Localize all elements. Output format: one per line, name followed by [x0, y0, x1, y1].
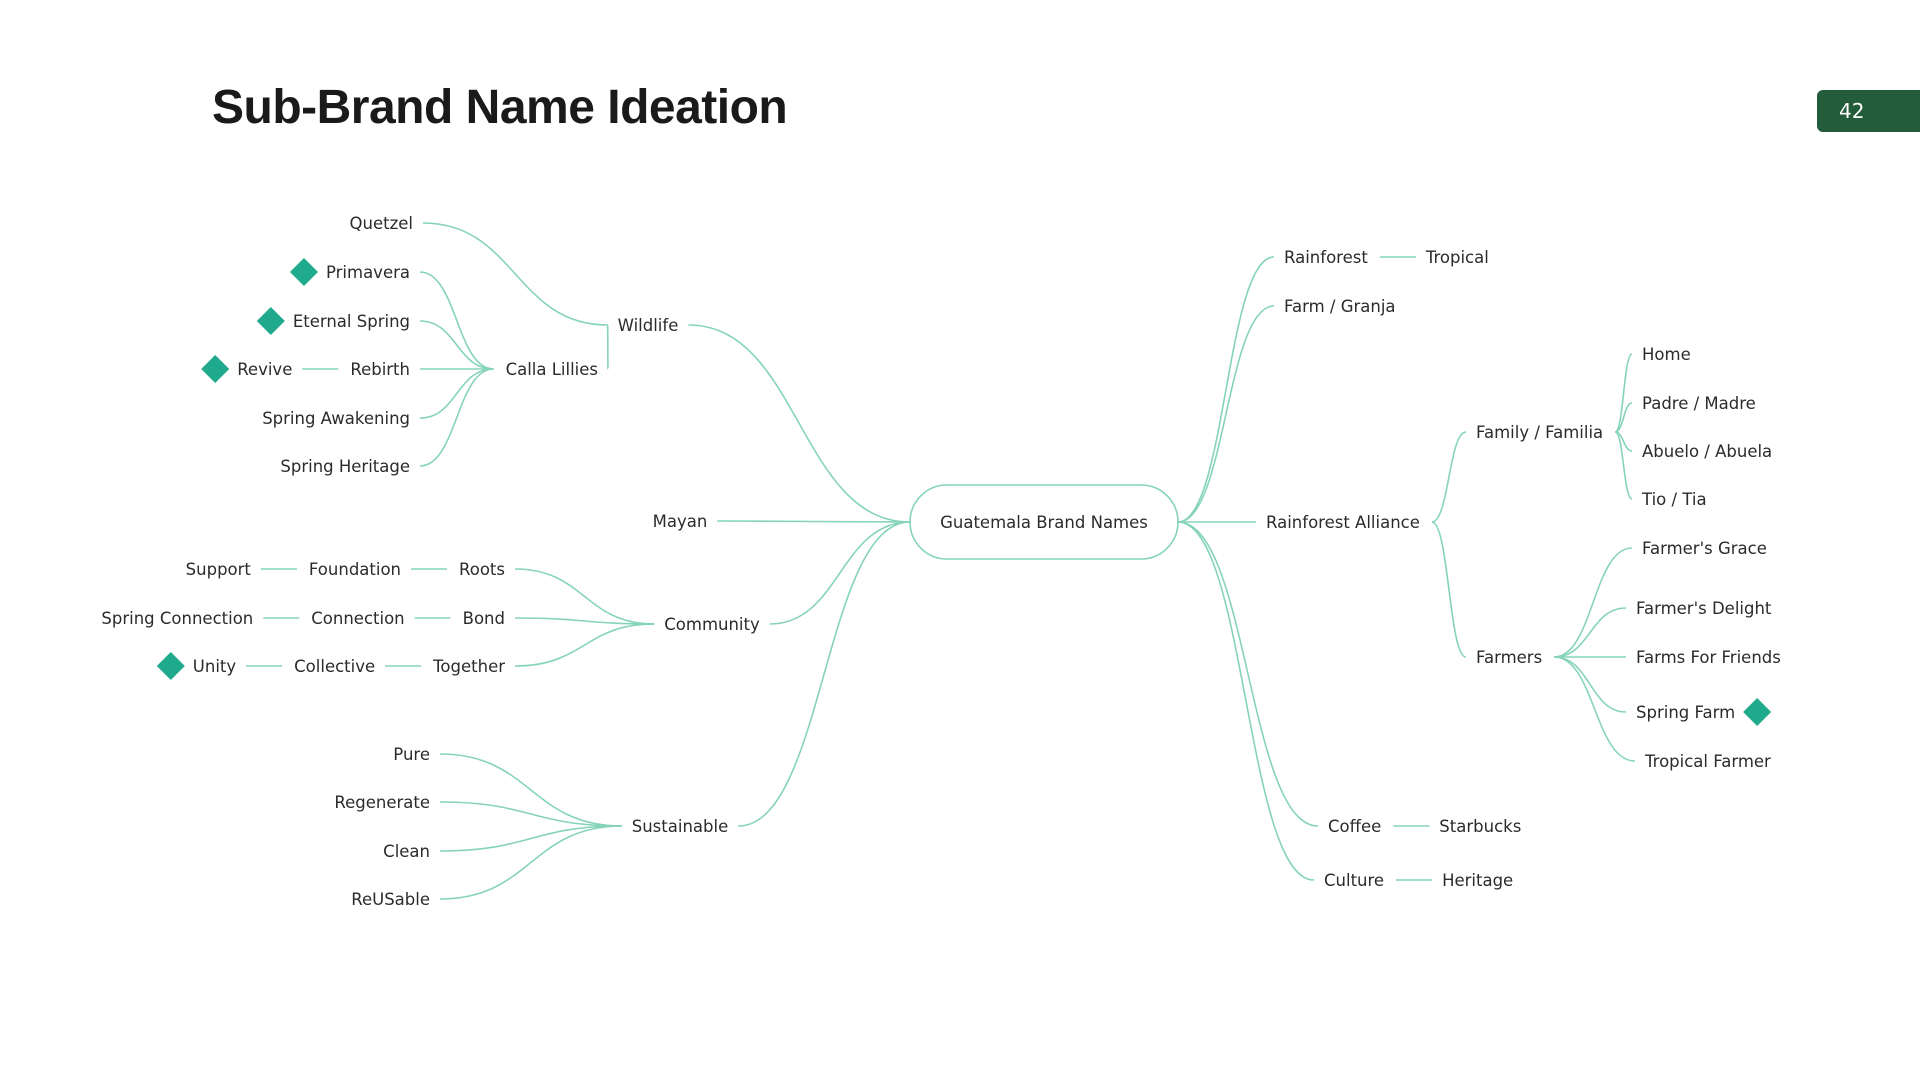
node-reusable: ReUSable — [351, 890, 430, 909]
node-revive: Revive — [237, 360, 292, 379]
node-regenerate: Regenerate — [334, 793, 430, 812]
branch-link — [419, 368, 494, 419]
node-heritage: Heritage — [1442, 871, 1513, 890]
branch-link — [1431, 431, 1467, 523]
node-tropical-farmer: Tropical Farmer — [1644, 752, 1771, 771]
node-eternal-spring: Eternal Spring — [293, 312, 410, 331]
branch-link — [439, 825, 622, 852]
branch-link — [1614, 431, 1633, 500]
branch-link — [1554, 656, 1636, 762]
node-culture: Culture — [1324, 871, 1384, 890]
node-rainforest-alliance: Rainforest Alliance — [1266, 513, 1420, 532]
branch-link — [738, 521, 911, 827]
node-wildlife: Wildlife — [618, 316, 679, 335]
branch-link — [1431, 521, 1467, 658]
node-spring-farm: Spring Farm — [1636, 703, 1735, 722]
node-bond: Bond — [463, 609, 505, 628]
diamond-marker-icon — [201, 355, 230, 383]
diamond-marker-icon — [156, 652, 185, 680]
node-sustainable: Sustainable — [632, 817, 728, 836]
node-community: Community — [664, 615, 760, 634]
node-clean: Clean — [383, 842, 430, 861]
branch-link — [1554, 607, 1627, 658]
branch-link — [1614, 402, 1633, 433]
node-family-familia: Family / Familia — [1476, 423, 1603, 442]
node-spring-awakening: Spring Awakening — [262, 409, 410, 428]
branch-link — [514, 568, 655, 625]
diamond-marker-icon — [289, 258, 318, 286]
node-support: Support — [186, 560, 252, 579]
branch-link — [439, 825, 622, 900]
node-together: Together — [432, 657, 505, 676]
diamond-marker-icon — [256, 307, 285, 335]
node-tropical: Tropical — [1425, 248, 1489, 267]
node-farmer-s-delight: Farmer's Delight — [1636, 599, 1772, 618]
node-tio-tia: Tio / Tia — [1641, 490, 1707, 509]
node-mayan: Mayan — [653, 512, 708, 531]
root-node-box — [909, 484, 1179, 560]
node-collective: Collective — [294, 657, 375, 676]
branch-link — [439, 801, 622, 827]
node-roots: Roots — [459, 560, 505, 579]
branch-link — [1554, 656, 1627, 713]
node-unity: Unity — [193, 657, 237, 676]
branch-link — [1177, 521, 1315, 881]
mind-map-nodes: Guatemala Brand Names Wildlife QuetzelCall… — [101, 214, 1780, 909]
node-connection: Connection — [311, 609, 404, 628]
node-padre-madre: Padre / Madre — [1642, 394, 1756, 413]
diamond-marker-icon — [1743, 698, 1772, 726]
node-home: Home — [1642, 345, 1691, 364]
branch-link — [769, 521, 911, 625]
branch-link — [1614, 353, 1633, 433]
node-pure: Pure — [393, 745, 430, 764]
branch-link — [688, 324, 911, 523]
page-number-badge: 42 — [1817, 90, 1920, 132]
branch-link — [422, 222, 608, 326]
branch-link — [419, 271, 494, 370]
branch-link — [1177, 521, 1319, 827]
branch-link — [1177, 305, 1275, 523]
node-farmer-s-grace: Farmer's Grace — [1642, 539, 1767, 558]
node-coffee: Coffee — [1328, 817, 1381, 836]
node-farms-for-friends: Farms For Friends — [1636, 648, 1781, 667]
branch-link — [514, 617, 655, 625]
node-rainforest: Rainforest — [1284, 248, 1368, 267]
node-abuelo-abuela: Abuelo / Abuela — [1642, 442, 1772, 461]
branch-link — [1177, 256, 1275, 523]
page-title: Sub-Brand Name Ideation — [212, 81, 788, 134]
node-farm-granja: Farm / Granja — [1284, 297, 1396, 316]
branch-link — [419, 368, 494, 467]
node-quetzel: Quetzel — [350, 214, 413, 233]
branch-link — [514, 623, 655, 667]
node-rebirth: Rebirth — [350, 360, 410, 379]
branch-link — [439, 753, 622, 827]
branch-link — [717, 520, 911, 523]
node-foundation: Foundation — [309, 560, 401, 579]
node-primavera: Primavera — [326, 263, 410, 282]
node-starbucks: Starbucks — [1439, 817, 1521, 836]
node-farmers: Farmers — [1476, 648, 1542, 667]
mind-map-links — [246, 222, 1636, 900]
root-node-label: Guatemala Brand Names — [940, 513, 1148, 532]
branch-link — [1554, 547, 1633, 658]
branch-link — [419, 320, 494, 370]
node-calla-lillies: Calla Lillies — [506, 360, 598, 379]
node-spring-heritage: Spring Heritage — [280, 457, 410, 476]
node-spring-connection: Spring Connection — [101, 609, 253, 628]
